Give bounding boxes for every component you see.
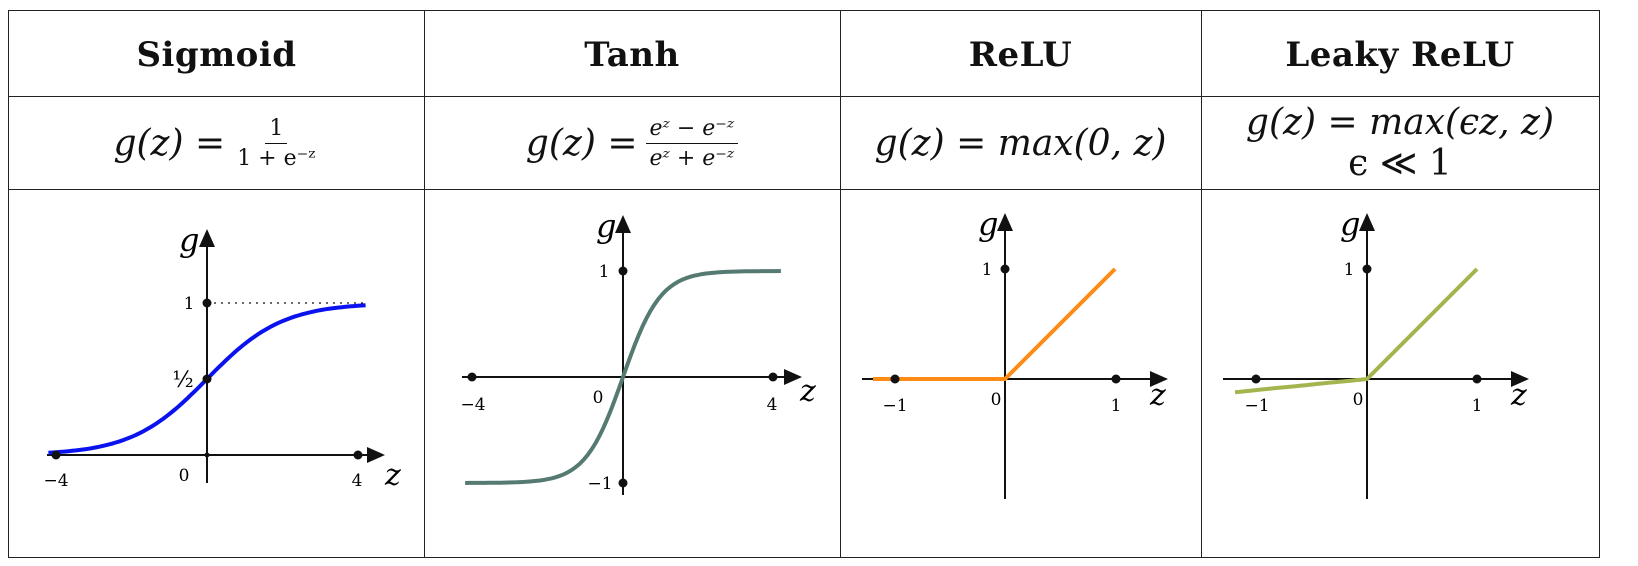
tick-label: 4: [352, 471, 363, 491]
formula-sigmoid: g(z) = 1 1 + e⁻ᶻ: [9, 97, 424, 189]
tick-label: 4: [767, 395, 778, 415]
tick-point: [202, 374, 212, 384]
origin-label: 0: [179, 466, 190, 486]
tick-label: 1: [1472, 396, 1483, 416]
axis-label-z: z: [1149, 378, 1166, 413]
plot-relu: −1 1 1 0 z g: [840, 191, 1201, 551]
formula-lhs: g(z) =: [525, 122, 638, 164]
header-leaky-relu: Leaky ReLU: [1285, 35, 1515, 75]
formula-relu: g(z) = max(0, z): [874, 122, 1167, 164]
plot-leaky-relu: −1 1 1 0 z g: [1201, 191, 1599, 551]
tick-label: 1: [599, 262, 610, 282]
origin-label: 0: [593, 388, 604, 408]
origin-point: [204, 452, 210, 458]
row-divider: [9, 189, 1599, 190]
header-relu: ReLU: [968, 35, 1073, 75]
axis-label-z: z: [384, 458, 401, 493]
plot-sigmoid: −4 4 1 ½ 0 z g: [9, 191, 424, 551]
formula-line-2: ϵ ≪ 1: [1348, 143, 1452, 184]
plot-leaky-relu-svg: −1 1 1 0 z g: [1223, 205, 1529, 499]
tick-label: 1: [982, 260, 993, 280]
plot-tanh: −4 4 1 −1 0 z g: [424, 191, 840, 551]
tick-point: [353, 450, 363, 460]
tick-point: [1251, 374, 1261, 384]
tanh-curve: [465, 269, 781, 485]
tick-label: −4: [43, 471, 68, 491]
tick-label: −1: [587, 474, 612, 494]
formula-fraction: 1 1 + e⁻ᶻ: [233, 116, 319, 171]
tick-point: [1111, 374, 1121, 384]
tick-label: −1: [1244, 396, 1269, 416]
tick-point: [467, 372, 477, 382]
axis-label-g: g: [978, 205, 998, 243]
tick-label: ½: [172, 368, 193, 393]
axis-label-z: z: [799, 374, 816, 409]
formula-numerator: 1: [265, 116, 288, 144]
axis-label-g: g: [596, 207, 616, 245]
tick-point: [202, 298, 212, 308]
column-divider: [840, 11, 841, 557]
tick-label: 1: [1344, 260, 1355, 280]
leaky-relu-curve: [1234, 267, 1479, 395]
tick-point: [890, 374, 900, 384]
axis-label-z: z: [1510, 378, 1527, 413]
activation-functions-table: Sigmoid Tanh ReLU Leaky ReLU g(z) = 1 1 …: [8, 10, 1600, 558]
plot-tanh-svg: −4 4 1 −1 0 z g: [460, 207, 816, 495]
row-divider: [9, 96, 1599, 97]
tick-label: 1: [184, 294, 195, 314]
tick-label: −1: [882, 396, 907, 416]
formula-line-1: g(z) = max(ϵz, z): [1245, 101, 1555, 143]
column-divider: [424, 11, 425, 557]
plot-relu-svg: −1 1 1 0 z g: [862, 205, 1168, 499]
formula-tanh: g(z) = eᶻ − e⁻ᶻ eᶻ + e⁻ᶻ: [424, 97, 840, 189]
tick-point: [768, 372, 778, 382]
formula-numerator: eᶻ − e⁻ᶻ: [645, 116, 739, 144]
header-tanh: Tanh: [584, 35, 680, 75]
formula-lhs: g(z) =: [113, 122, 226, 164]
axis-label-g: g: [179, 221, 199, 259]
tick-label: 1: [1111, 396, 1122, 416]
tick-point: [1472, 374, 1482, 384]
plot-sigmoid-svg: −4 4 1 ½ 0 z g: [43, 221, 401, 493]
tick-point: [618, 266, 628, 276]
axis-label-g: g: [1340, 205, 1360, 243]
tick-point: [51, 450, 61, 460]
relu-curve: [873, 267, 1117, 381]
origin-label: 0: [1353, 390, 1364, 410]
tick-point: [1362, 264, 1372, 274]
tick-point: [1000, 264, 1010, 274]
tick-label: −4: [460, 395, 485, 415]
column-divider: [1201, 11, 1202, 557]
tick-point: [618, 478, 628, 488]
formula-denominator: eᶻ + e⁻ᶻ: [649, 145, 735, 171]
formula-fraction: eᶻ − e⁻ᶻ eᶻ + e⁻ᶻ: [645, 116, 739, 171]
formula-leaky-relu: g(z) = max(ϵz, z) ϵ ≪ 1: [1201, 97, 1599, 189]
header-sigmoid: Sigmoid: [136, 35, 297, 75]
formula-denominator: 1 + e⁻ᶻ: [237, 145, 316, 171]
origin-label: 0: [991, 390, 1002, 410]
